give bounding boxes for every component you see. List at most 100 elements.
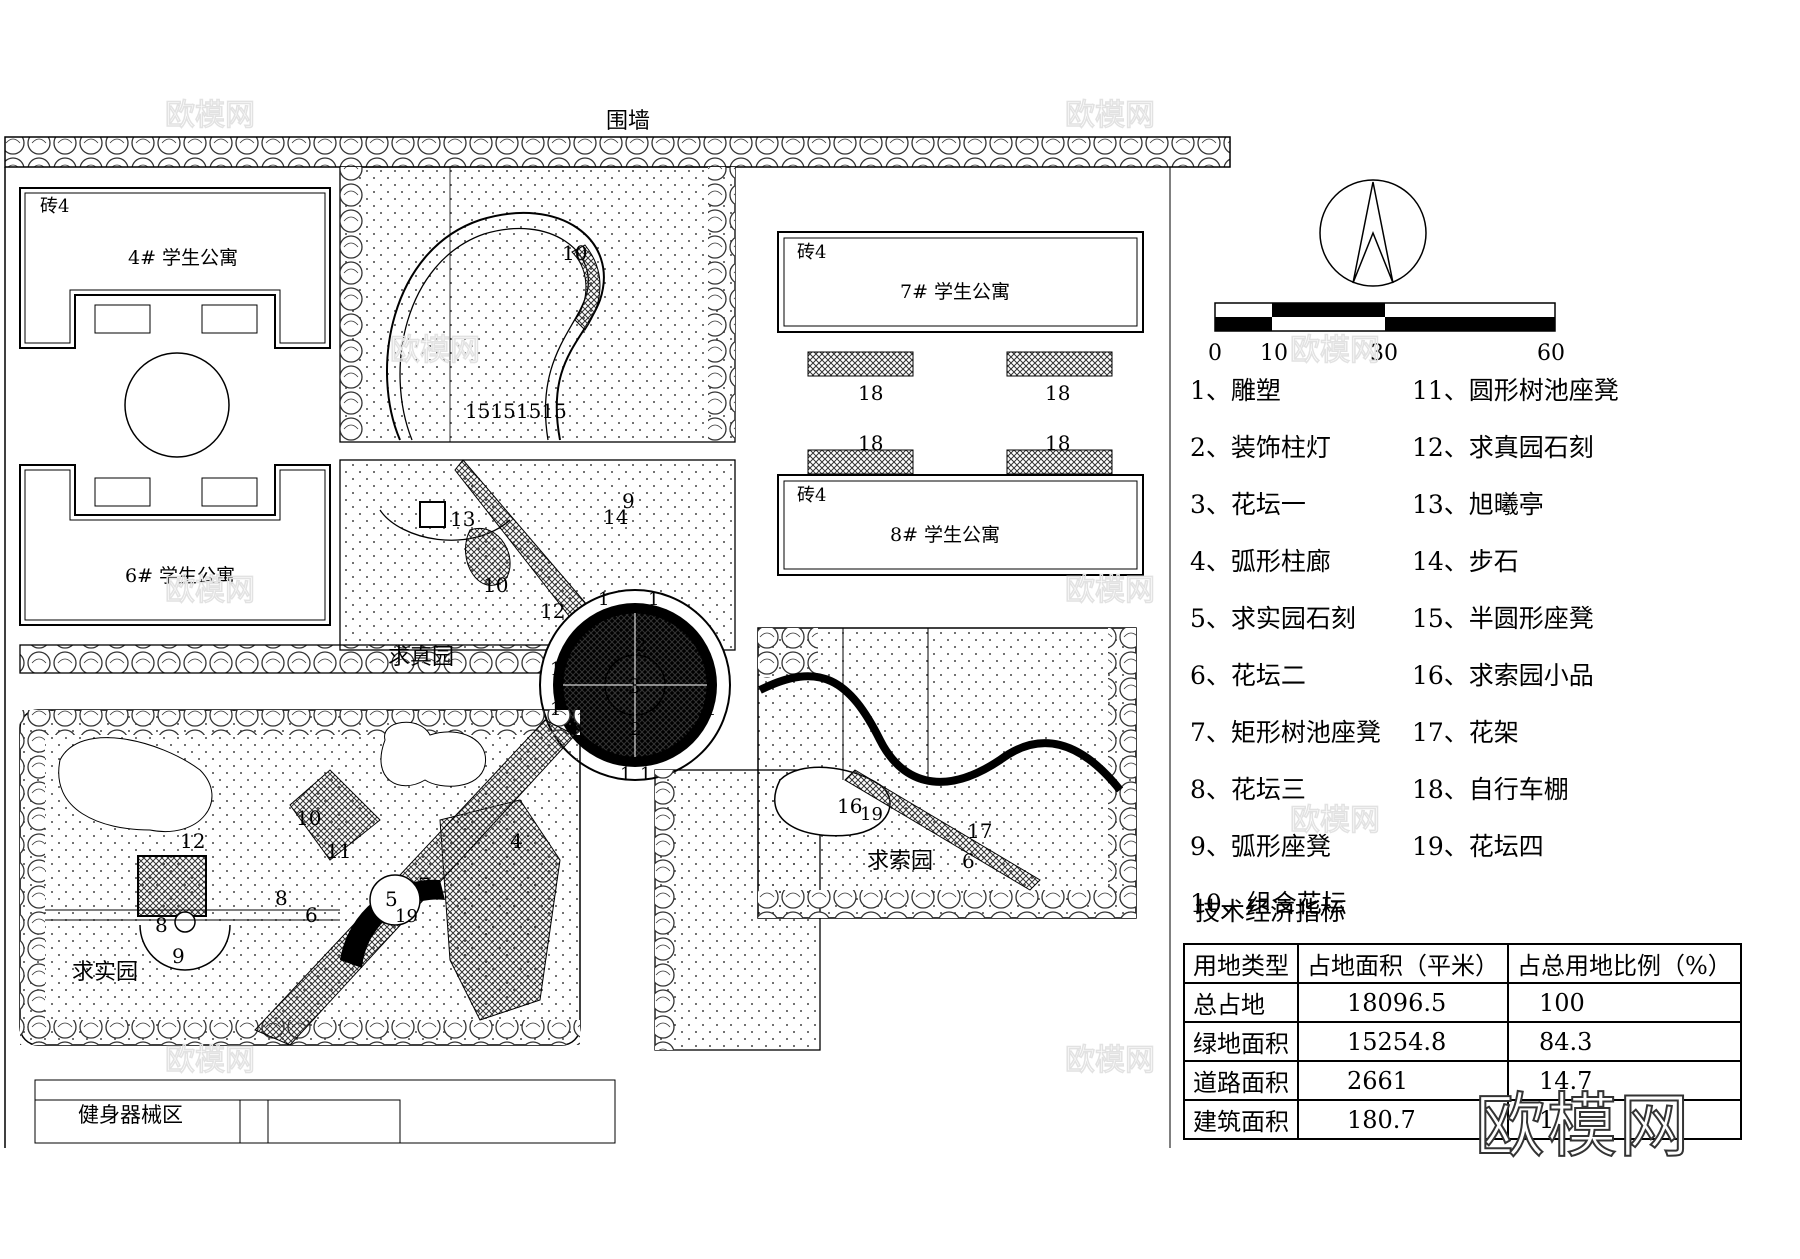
scale-bar: 0 10 30 60 xyxy=(1208,302,1565,366)
marker-12-b: 12 xyxy=(180,829,205,853)
marker-2-a: 2 xyxy=(635,635,646,656)
marker-1-g: 1 xyxy=(620,764,631,785)
building-4-name: 4# 学生公寓 xyxy=(128,247,238,269)
loop-path xyxy=(386,211,605,441)
legend-item: 6、花坛二 xyxy=(1190,661,1306,690)
marker-seat-15: 15151515 xyxy=(465,399,567,423)
marker-10-b: 10 xyxy=(483,573,508,597)
building-6-name: 6# 学生公寓 xyxy=(125,565,235,587)
marker-8-b: 8 xyxy=(155,913,168,937)
watermark-logo: 欧模网 xyxy=(1474,1084,1691,1168)
legend-item: 10、组合花坛 xyxy=(1190,889,1347,918)
legend-item: 7、矩形树池座凳 xyxy=(1190,718,1381,747)
scale-tick-60: 60 xyxy=(1537,341,1565,366)
building-8-material: 砖4 xyxy=(797,485,826,506)
header-area: 占地面积（平米） xyxy=(1297,943,1509,984)
marker-17: 17 xyxy=(967,819,992,843)
marker-9-b: 9 xyxy=(172,944,185,968)
building-7-material: 砖4 xyxy=(797,242,826,263)
marker-11: 11 xyxy=(326,839,351,863)
scale-tick-0: 0 xyxy=(1208,341,1222,366)
legend-item: 2、装饰柱灯 xyxy=(1190,433,1331,462)
indicators-table: 用地类型 占地面积（平米） 占总用地比例（%） 总占地 18096.5 100 … xyxy=(1183,943,1742,1140)
table-row: 总占地 18096.5 100 xyxy=(1183,982,1742,1023)
qiuzhen-hedge xyxy=(19,644,551,674)
legend-item: 1、雕塑 xyxy=(1190,376,1281,405)
garden-label-qiushi: 求实园 xyxy=(72,960,138,985)
cell-type: 道路面积 xyxy=(1183,1060,1299,1101)
legend-item: 17、花架 xyxy=(1412,718,1519,747)
marker-16: 16 xyxy=(837,794,862,818)
marker-12-a: 12 xyxy=(540,599,565,623)
indicators-title: 技术经济指标 xyxy=(1195,897,1346,926)
legend-item: 12、求真园石刻 xyxy=(1412,433,1594,462)
fitness-area-label: 健身器械区 xyxy=(78,1103,183,1127)
marker-10-c: 10 xyxy=(296,806,321,830)
marker-18-c: 18 xyxy=(858,431,883,455)
table-header-row: 用地类型 占地面积（平米） 占总用地比例（%） xyxy=(1183,943,1742,984)
marker-3: 3 xyxy=(628,674,641,698)
marker-1-c: 1 xyxy=(550,659,561,680)
legend-item: 19、花坛四 xyxy=(1412,832,1544,861)
garden-label-qiusuo: 求索园 xyxy=(867,849,933,874)
legend-item: 11、圆形树池座凳 xyxy=(1412,376,1619,405)
wall-label: 围墙 xyxy=(606,109,650,134)
cell-type: 总占地 xyxy=(1183,982,1299,1023)
legend-item: 14、步石 xyxy=(1412,547,1519,576)
marker-7: 7 xyxy=(418,873,431,897)
legend-item: 16、求索园小品 xyxy=(1412,661,1594,690)
scale-tick-10: 10 xyxy=(1260,341,1288,366)
building-7: 砖4 7# 学生公寓 xyxy=(777,231,1144,377)
planting-grid-12 xyxy=(137,855,207,917)
cell-area: 2661 xyxy=(1297,1060,1509,1101)
marker-1-a: 1 xyxy=(598,589,609,610)
table-row: 建筑面积 180.7 1 xyxy=(1183,1099,1742,1140)
table-row: 道路面积 2661 14.7 xyxy=(1183,1060,1742,1101)
perimeter-hedge xyxy=(4,136,1231,168)
north-arrow-icon xyxy=(1319,179,1427,287)
marker-1-d: 1 xyxy=(705,659,716,680)
watermark-top-right: 欧模网 xyxy=(1065,98,1155,133)
scale-tick-30: 30 xyxy=(1370,341,1398,366)
marker-10-a: 10 xyxy=(562,241,587,265)
legend-item: 3、花坛一 xyxy=(1190,490,1306,519)
building-8: 砖4 8# 学生公寓 xyxy=(777,449,1144,576)
marker-19-b: 19 xyxy=(860,804,883,825)
legend-left: 1、雕塑 2、装饰柱灯 3、花坛一 4、弧形柱廊 5、求实园石刻 6、花坛二 7… xyxy=(1190,362,1590,932)
watermark-center-left: 欧模网 xyxy=(165,573,255,608)
round-plaza xyxy=(124,352,230,458)
central-plaza xyxy=(539,589,731,781)
header-ratio: 占总用地比例（%） xyxy=(1507,943,1742,984)
marker-1-e: 1 xyxy=(550,699,561,720)
watermark-low: 欧模网 xyxy=(1290,803,1380,838)
marker-19-a: 19 xyxy=(395,906,418,927)
cell-type: 建筑面积 xyxy=(1183,1099,1299,1140)
table-row: 绿地面积 15254.8 84.3 xyxy=(1183,1021,1742,1062)
marker-18-d: 18 xyxy=(1045,431,1070,455)
cell-ratio: 14.7 xyxy=(1507,1060,1742,1101)
marker-13: 13 xyxy=(450,507,475,531)
watermark-bottom-right: 欧模网 xyxy=(1065,1043,1155,1078)
marker-14: 14 xyxy=(603,505,628,529)
legend-item: 5、求实园石刻 xyxy=(1190,604,1356,633)
garden-label-qiuzhen: 求真园 xyxy=(388,645,454,670)
watermark-top-left: 欧模网 xyxy=(165,98,255,133)
marker-1-f: 1 xyxy=(705,699,716,720)
marker-6-a: 6 xyxy=(305,903,318,927)
marker-2-b: 2 xyxy=(630,719,641,740)
cell-ratio: 84.3 xyxy=(1507,1021,1742,1062)
legend-item: 8、花坛三 xyxy=(1190,775,1306,804)
marker-18-a: 18 xyxy=(858,381,883,405)
marker-9-a: 9 xyxy=(622,489,635,513)
building-6: 6# 学生公寓 xyxy=(19,464,331,626)
legend-right: 11、圆形树池座凳 12、求真园石刻 13、旭曦亭 14、步石 15、半圆形座凳… xyxy=(1412,362,1792,875)
marker-5: 5 xyxy=(385,887,398,911)
watermark-center-right: 欧模网 xyxy=(1065,573,1155,608)
marker-1-h: 1 xyxy=(640,764,651,785)
cell-ratio: 1 xyxy=(1507,1099,1742,1140)
header-land-type: 用地类型 xyxy=(1183,943,1299,984)
marker-6-b: 6 xyxy=(962,849,975,873)
marker-1-b: 1 xyxy=(648,589,659,610)
watermark-overlay: 欧模网 欧模网 欧模网 欧模网 欧模网 欧模网 欧模网 欧模网 欧模网 xyxy=(164,97,1381,1079)
